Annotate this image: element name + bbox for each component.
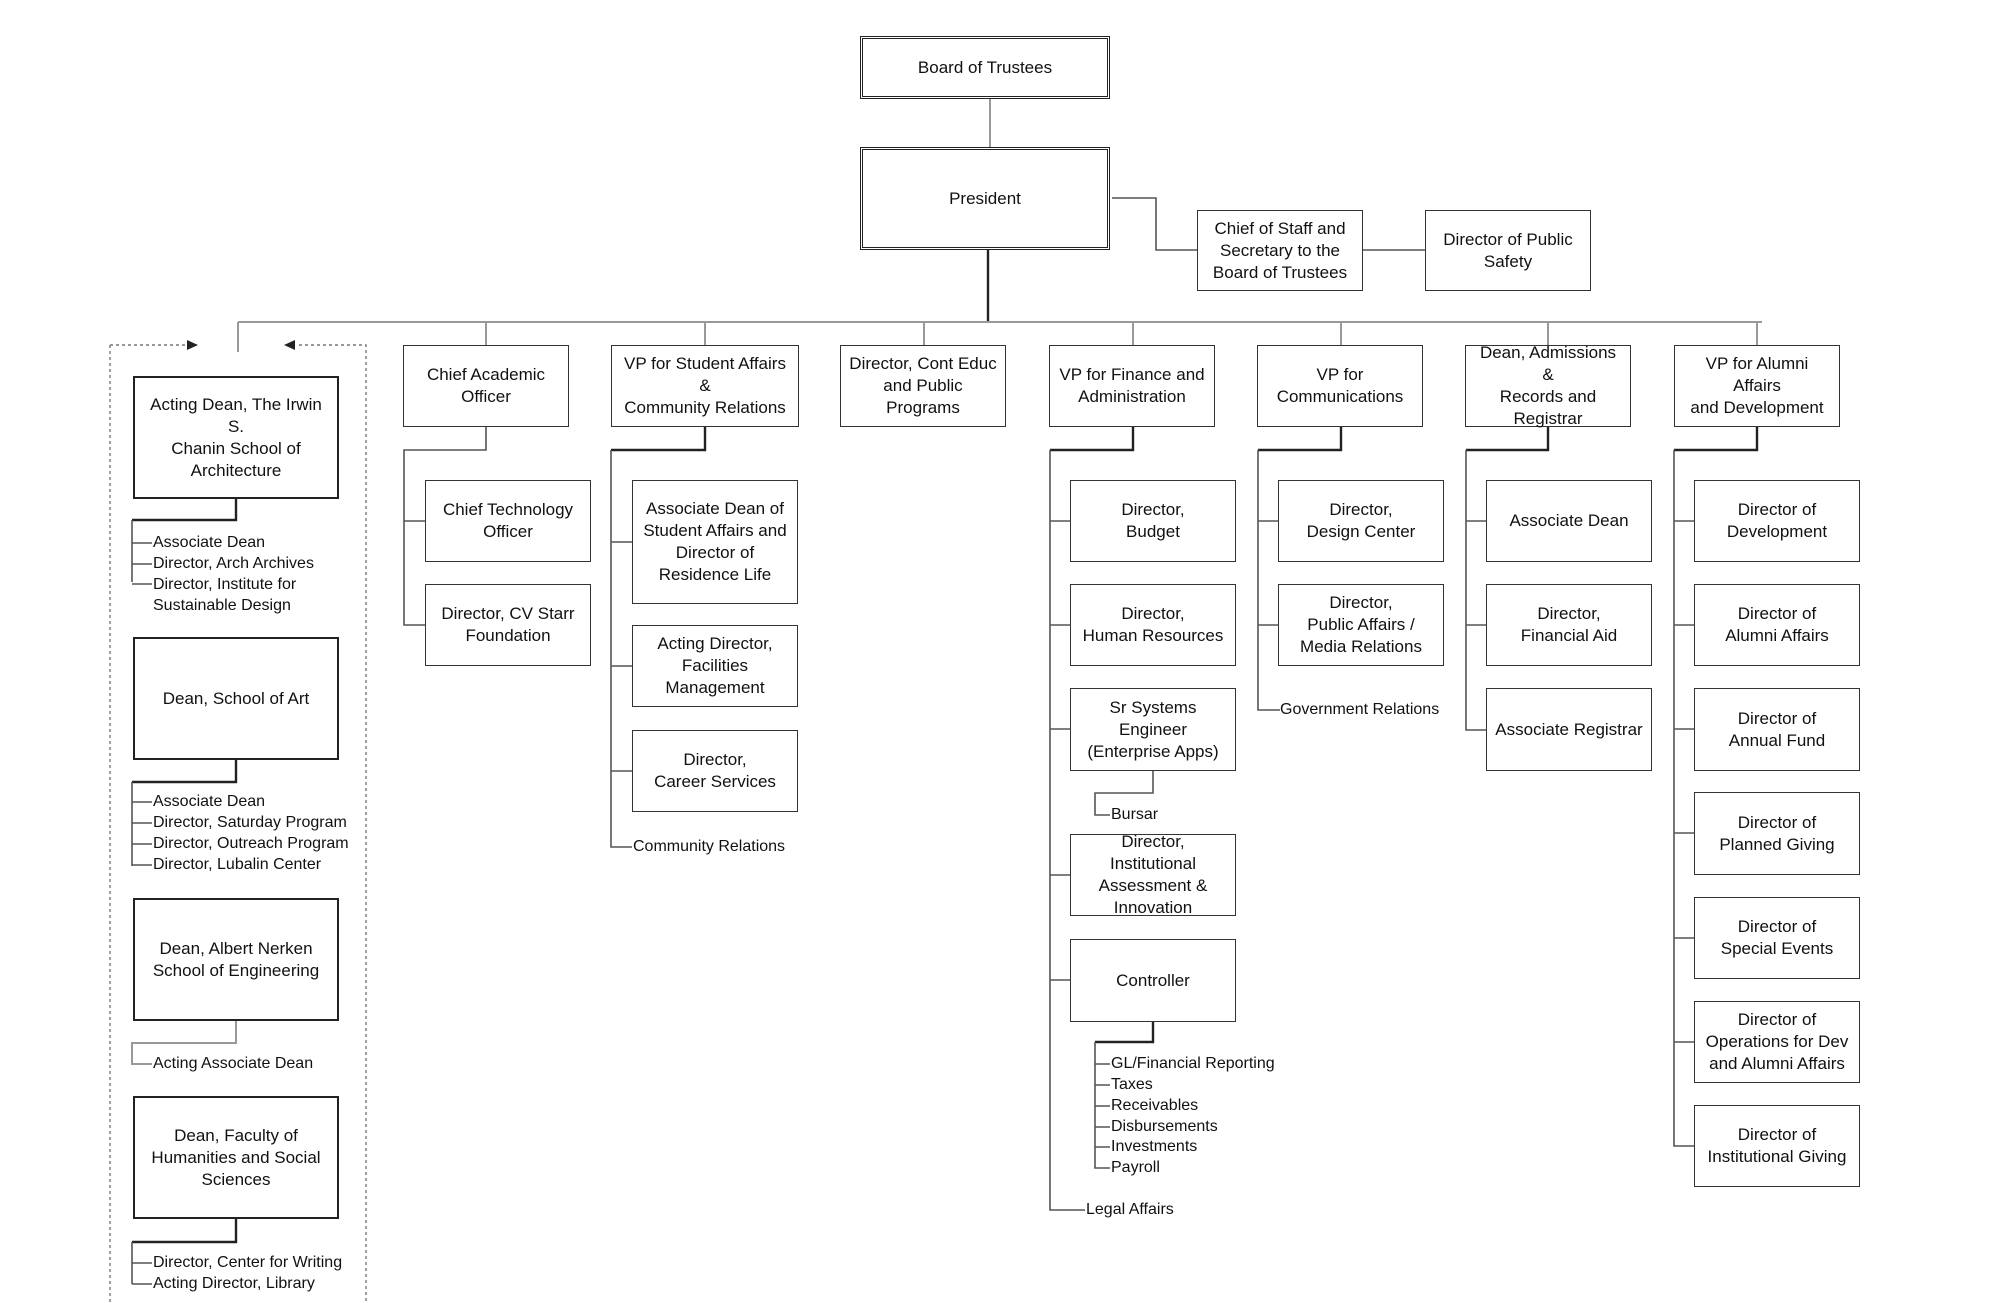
dean-admissions-box: Dean, Admissions & Records and Registrar: [1465, 343, 1631, 428]
art-sub-item-4: Director, Lubalin Center: [153, 856, 322, 873]
human-resources-box: Director, Human Resources: [1070, 584, 1236, 666]
arch-sub-item-3: Director, Institute for: [153, 576, 297, 593]
design-center-box: Director, Design Center: [1278, 480, 1444, 562]
controller-item-1: GL/Financial Reporting: [1111, 1055, 1275, 1072]
vp-student-affairs-box: VP for Student Affairs & Community Relat…: [611, 345, 799, 427]
arch-sub-item-3-cont: Sustainable Design: [153, 597, 291, 614]
board-of-trustees-box: Board of Trustees: [860, 36, 1110, 99]
institutional-assessment-box: Director, Institutional Assessment & Inn…: [1070, 832, 1236, 917]
assoc-dean-student-affairs-box: Associate Dean of Student Affairs and Di…: [632, 480, 798, 604]
alumni-item-planned-giving: Director of Planned Giving: [1694, 792, 1860, 875]
controller-box: Controller: [1070, 939, 1236, 1022]
controller-item-5: Investments: [1111, 1138, 1198, 1155]
arch-sub-item-1: Associate Dean: [153, 534, 266, 551]
chief-technology-officer-box: Chief Technology Officer: [425, 480, 591, 562]
alumni-item-institutional-giving: Director of Institutional Giving: [1694, 1105, 1860, 1187]
controller-item-2: Taxes: [1111, 1076, 1153, 1093]
art-dean-box: Dean, School of Art: [133, 637, 339, 760]
alumni-item-development: Director of Development: [1694, 480, 1860, 562]
vp-alumni-box: VP for Alumni Affairs and Development: [1674, 345, 1840, 427]
public-affairs-box: Director, Public Affairs / Media Relatio…: [1278, 584, 1444, 666]
public-safety-box: Director of Public Safety: [1425, 210, 1591, 291]
controller-item-6: Payroll: [1111, 1159, 1160, 1176]
systems-engineer-box: Sr Systems Engineer (Enterprise Apps): [1070, 688, 1236, 771]
architecture-dean-box: Acting Dean, The Irwin S. Chanin School …: [133, 376, 339, 499]
alumni-item-operations: Director of Operations for Dev and Alumn…: [1694, 1001, 1860, 1083]
alumni-item-alumni-affairs: Director of Alumni Affairs: [1694, 584, 1860, 666]
controller-item-3: Receivables: [1111, 1097, 1199, 1114]
bursar-label: Bursar: [1111, 806, 1159, 823]
chief-academic-officer-box: Chief Academic Officer: [403, 345, 569, 427]
engineering-dean-box: Dean, Albert Nerken School of Engineerin…: [133, 898, 339, 1021]
cv-starr-foundation-box: Director, CV Starr Foundation: [425, 584, 591, 666]
budget-box: Director, Budget: [1070, 480, 1236, 562]
alumni-item-special-events: Director of Special Events: [1694, 897, 1860, 979]
financial-aid-box: Director, Financial Aid: [1486, 584, 1652, 666]
hum-sub-item-2: Acting Director, Library: [153, 1275, 315, 1292]
legal-affairs-label: Legal Affairs: [1086, 1201, 1174, 1218]
eng-sub-item-1: Acting Associate Dean: [153, 1055, 314, 1072]
art-sub-item-3: Director, Outreach Program: [153, 835, 349, 852]
cont-educ-box: Director, Cont Educ and Public Programs: [840, 345, 1006, 427]
chief-of-staff-box: Chief of Staff and Secretary to the Boar…: [1197, 210, 1363, 291]
career-services-box: Director, Career Services: [632, 730, 798, 812]
vp-finance-box: VP for Finance and Administration: [1049, 345, 1215, 427]
arch-sub-item-2: Director, Arch Archives: [153, 555, 314, 572]
controller-item-4: Disbursements: [1111, 1118, 1218, 1135]
facilities-management-box: Acting Director, Facilities Management: [632, 625, 798, 707]
hum-sub-item-1: Director, Center for Writing: [153, 1254, 343, 1271]
community-relations-label: Community Relations: [633, 838, 786, 855]
art-sub-item-1: Associate Dean: [153, 793, 266, 810]
alumni-item-annual-fund: Director of Annual Fund: [1694, 688, 1860, 771]
humanities-dean-box: Dean, Faculty of Humanities and Social S…: [133, 1096, 339, 1219]
government-relations-label: Government Relations: [1280, 701, 1440, 718]
vp-communications-box: VP for Communications: [1257, 345, 1423, 427]
associate-registrar-box: Associate Registrar: [1486, 688, 1652, 771]
president-box: President: [860, 147, 1110, 250]
associate-dean-box: Associate Dean: [1486, 480, 1652, 562]
art-sub-item-2: Director, Saturday Program: [153, 814, 347, 831]
